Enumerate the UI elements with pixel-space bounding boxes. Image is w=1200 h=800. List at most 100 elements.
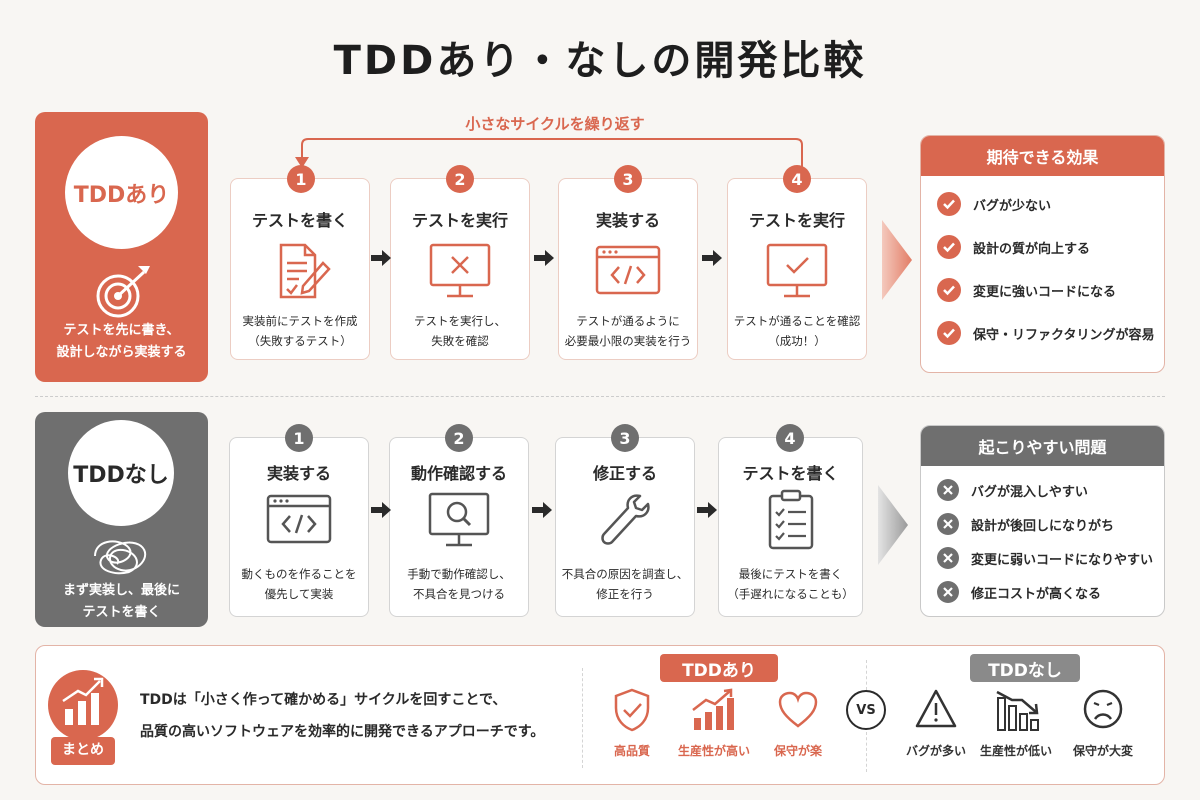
- without-item-label: 保守が大変: [1072, 744, 1133, 758]
- step-badge: 2: [445, 424, 473, 452]
- step-desc: テストが通ることを確認 （成功！）: [733, 314, 861, 348]
- tangle-icon: [94, 540, 147, 575]
- check-circle-icon: [937, 235, 961, 259]
- summary-text: TDDは「小さく作って確かめる」サイクルを回すことで、 品質の高いソフトウェアを…: [140, 692, 545, 740]
- x-circle-icon: [937, 479, 959, 501]
- page-title: TDDあり・なしの開発比較: [333, 38, 867, 84]
- x-circle-icon: [937, 547, 959, 569]
- without-item-label: バグが多い: [905, 744, 966, 758]
- without-tdd-desc: まず実装し、最後に テストを書く: [62, 583, 180, 620]
- vs-divider-top: [866, 660, 867, 690]
- flow-arrow: [702, 250, 722, 266]
- step-desc: 最後にテストを書く （手遅れになることも）: [727, 567, 854, 601]
- step-title: 修正する: [592, 464, 657, 483]
- step-badge: 4: [783, 165, 811, 193]
- x-circle-icon: [937, 581, 959, 603]
- without-tdd-label-panel: TDDなし まず実装し、最後に テストを書く: [35, 412, 208, 627]
- vs-divider-bottom: [866, 732, 867, 772]
- step-badge: 1: [285, 424, 313, 452]
- shield-check-icon: [614, 688, 650, 732]
- with-tdd-benefits-panel: 期待できる効果 バグが少ない 設計の質が向上する 変更に強いコードになる 保守・…: [920, 135, 1165, 373]
- decline-chart-icon: [996, 690, 1039, 731]
- summary-chart-icon: [48, 670, 118, 765]
- step-title: 実装する: [266, 464, 331, 483]
- flow-arrow: [371, 250, 391, 266]
- check-circle-icon: [937, 321, 961, 345]
- benefit-item: 保守・リファクタリングが容易: [937, 321, 1154, 345]
- step-title: テストを書く: [742, 464, 839, 483]
- benefit-item: 設計の質が向上する: [937, 235, 1090, 259]
- code-window-icon: [595, 245, 661, 295]
- step-title: テストを実行: [748, 211, 845, 230]
- flow-arrow: [697, 502, 717, 518]
- with-tdd-label: TDDあり: [65, 136, 178, 249]
- monitor-check-icon: [766, 243, 828, 298]
- summary-label: まとめ: [62, 742, 104, 758]
- step-title: テストを実行: [411, 211, 508, 230]
- without-tdd-tag: TDDなし: [970, 654, 1080, 682]
- x-circle-icon: [937, 513, 959, 535]
- with-item-label: 保守が楽: [773, 744, 822, 758]
- loop-arrow: [295, 138, 803, 169]
- check-circle-icon: [937, 192, 961, 216]
- problem-item: 設計が後回しになりがち: [937, 513, 1114, 535]
- with-item-label: 高品質: [613, 744, 650, 758]
- without-step-card-2: 動作確認する 手動で動作確認し、 不具合を見つける: [389, 437, 529, 617]
- step-desc: 実装前にテストを作成 （失敗するテスト）: [242, 314, 358, 348]
- problem-item: 修正コストが高くなる: [937, 581, 1101, 603]
- monitor-x-icon: [429, 243, 491, 298]
- problem-item: バグが混入しやすい: [937, 479, 1088, 501]
- with-tdd-desc: テストを先に書き、 設計しながら実装する: [56, 323, 187, 360]
- target-icon: [96, 266, 150, 318]
- without-item-label: 生産性が低い: [979, 744, 1052, 758]
- step-badge: 3: [611, 424, 639, 452]
- with-tdd-tag: TDDあり: [660, 654, 778, 682]
- checklist-clipboard-icon: [768, 489, 813, 550]
- growth-chart-icon: [692, 688, 734, 730]
- step-badge: 3: [614, 165, 642, 193]
- flow-arrow: [532, 502, 552, 518]
- loop-label: 小さなサイクルを繰り返す: [465, 115, 645, 133]
- with-step-card-1: テストを書く 実装前にテストを作成 （失敗するテスト）: [230, 178, 370, 360]
- step-desc: テストが通るように 必要最小限の実装を行う: [564, 314, 692, 348]
- step-desc: テストを実行し、 失敗を確認: [414, 314, 506, 348]
- without-tdd-problems-panel: 起こりやすい問題 バグが混入しやすい 設計が後回しになりがち 変更に弱いコードに…: [920, 425, 1165, 617]
- benefits-title: 期待できる効果: [921, 136, 1164, 176]
- summary-divider: [582, 668, 583, 768]
- step-title: 実装する: [595, 211, 660, 230]
- step-title: 動作確認する: [410, 464, 507, 483]
- step-title: テストを書く: [251, 211, 348, 230]
- step-badge: 1: [287, 165, 315, 193]
- problems-title: 起こりやすい問題: [921, 426, 1164, 466]
- with-tdd-label-panel: TDDあり テストを先に書き、 設計しながら実装する: [35, 112, 208, 382]
- vs-badge: VS: [846, 690, 886, 730]
- big-chevron-arrow: [878, 485, 908, 565]
- section-divider: [35, 396, 1165, 397]
- sad-face-icon: [1083, 689, 1123, 729]
- step-desc: 手動で動作確認し、 不具合を見つける: [407, 567, 511, 601]
- heart-icon: [778, 691, 818, 728]
- without-step-card-1: 実装する 動くものを作ることを 優先して実装: [229, 437, 369, 617]
- benefit-item: 変更に強いコードになる: [937, 278, 1116, 302]
- without-tdd-label: TDDなし: [68, 420, 174, 526]
- step-badge: 2: [446, 165, 474, 193]
- flow-arrow: [371, 502, 391, 518]
- monitor-search-icon: [428, 492, 490, 547]
- with-step-card-2: テストを実行 テストを実行し、 失敗を確認: [390, 178, 530, 360]
- with-step-card-4: テストを実行 テストが通ることを確認 （成功！）: [727, 178, 867, 360]
- check-circle-icon: [937, 278, 961, 302]
- wrench-icon: [601, 494, 650, 545]
- benefit-item: バグが少ない: [937, 192, 1051, 216]
- with-step-card-3: 実装する テストが通るように 必要最小限の実装を行う: [558, 178, 698, 360]
- without-step-card-4: テストを書く 最後にテストを書く （手遅れになることも）: [718, 437, 863, 617]
- step-desc: 不具合の原因を調査し、 修正を行う: [561, 567, 689, 601]
- warning-triangle-icon: [915, 689, 957, 728]
- step-badge: 4: [776, 424, 804, 452]
- big-chevron-arrow: [882, 220, 912, 300]
- with-item-label: 生産性が高い: [677, 744, 750, 758]
- without-step-card-3: 修正する 不具合の原因を調査し、 修正を行う: [555, 437, 695, 617]
- problem-item: 変更に弱いコードになりやすい: [937, 547, 1153, 569]
- document-pencil-icon: [279, 243, 331, 299]
- step-desc: 動くものを作ることを 優先して実装: [241, 567, 357, 601]
- flow-arrow: [534, 250, 554, 266]
